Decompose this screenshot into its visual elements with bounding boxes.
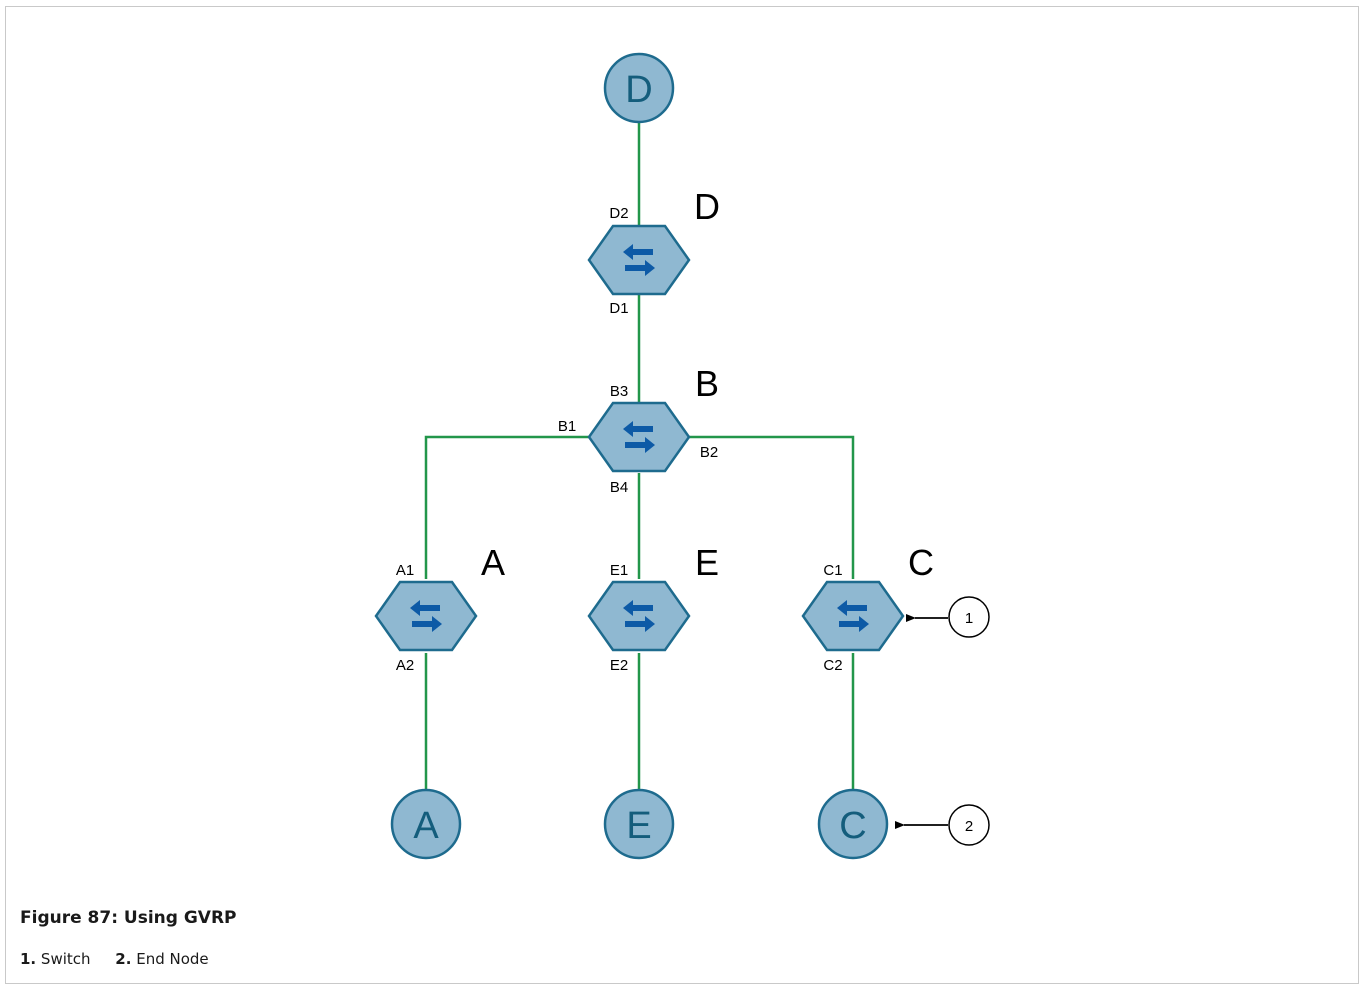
figure-frame bbox=[5, 6, 1359, 984]
figure-legend: 1. Switch 2. End Node bbox=[20, 950, 229, 968]
end-node-a-label: A bbox=[413, 805, 439, 847]
switch-e-name: E bbox=[695, 542, 719, 583]
switch-a bbox=[374, 580, 478, 652]
legend-item-label: End Node bbox=[136, 950, 209, 968]
end-node-e-label: E bbox=[626, 805, 651, 847]
end-node-c-label: C bbox=[839, 805, 866, 847]
end-node-e: E bbox=[603, 788, 675, 860]
switch-b bbox=[587, 401, 691, 473]
port-b2: B2 bbox=[700, 444, 718, 461]
switch-arrows-icon bbox=[410, 600, 442, 632]
port-a2: A2 bbox=[396, 657, 414, 674]
switch-c-name: C bbox=[908, 542, 934, 583]
switch-b-name: B bbox=[695, 363, 719, 404]
figure-caption: Figure 87: Using GVRP bbox=[20, 908, 237, 928]
callout-2-number: 2 bbox=[965, 818, 973, 835]
callout-1-number: 1 bbox=[965, 610, 973, 627]
legend-item-number: 2. bbox=[115, 950, 132, 968]
port-d1: D1 bbox=[609, 300, 628, 317]
callout-2: 2 bbox=[895, 804, 990, 846]
end-node-d-label: D bbox=[625, 69, 652, 111]
switch-arrows-icon bbox=[623, 421, 655, 453]
link-switch-b-to-switch-c bbox=[688, 435, 855, 579]
callout-1: 1 bbox=[906, 596, 990, 638]
port-d2: D2 bbox=[609, 205, 628, 222]
end-node-a: A bbox=[390, 788, 462, 860]
links bbox=[424, 122, 855, 789]
port-c1: C1 bbox=[823, 562, 842, 579]
network-diagram: D A E C D D2 D1 B B3 B1 B2 B4 bbox=[374, 52, 990, 860]
port-b1: B1 bbox=[558, 418, 576, 435]
switch-c bbox=[801, 580, 905, 652]
port-b3: B3 bbox=[610, 383, 628, 400]
end-node-c: C bbox=[817, 788, 889, 860]
switch-e bbox=[587, 580, 691, 652]
port-c2: C2 bbox=[823, 657, 842, 674]
port-b4: B4 bbox=[610, 479, 628, 496]
legend-item-number: 1. bbox=[20, 950, 37, 968]
port-e1: E1 bbox=[610, 562, 628, 579]
end-node-d: D bbox=[603, 52, 675, 124]
port-a1: A1 bbox=[396, 562, 414, 579]
switch-a-name: A bbox=[481, 542, 505, 583]
switch-arrows-icon bbox=[837, 600, 869, 632]
legend-item-label: Switch bbox=[40, 950, 91, 968]
switch-arrows-icon bbox=[623, 600, 655, 632]
legend-item-switch: 1. Switch bbox=[20, 950, 91, 968]
link-switch-b-to-switch-a bbox=[424, 435, 590, 579]
switch-arrows-icon bbox=[623, 244, 655, 276]
switch-d bbox=[587, 224, 691, 296]
switch-d-name: D bbox=[694, 186, 720, 227]
port-e2: E2 bbox=[610, 657, 628, 674]
legend-item-end-node: 2. End Node bbox=[115, 950, 208, 968]
